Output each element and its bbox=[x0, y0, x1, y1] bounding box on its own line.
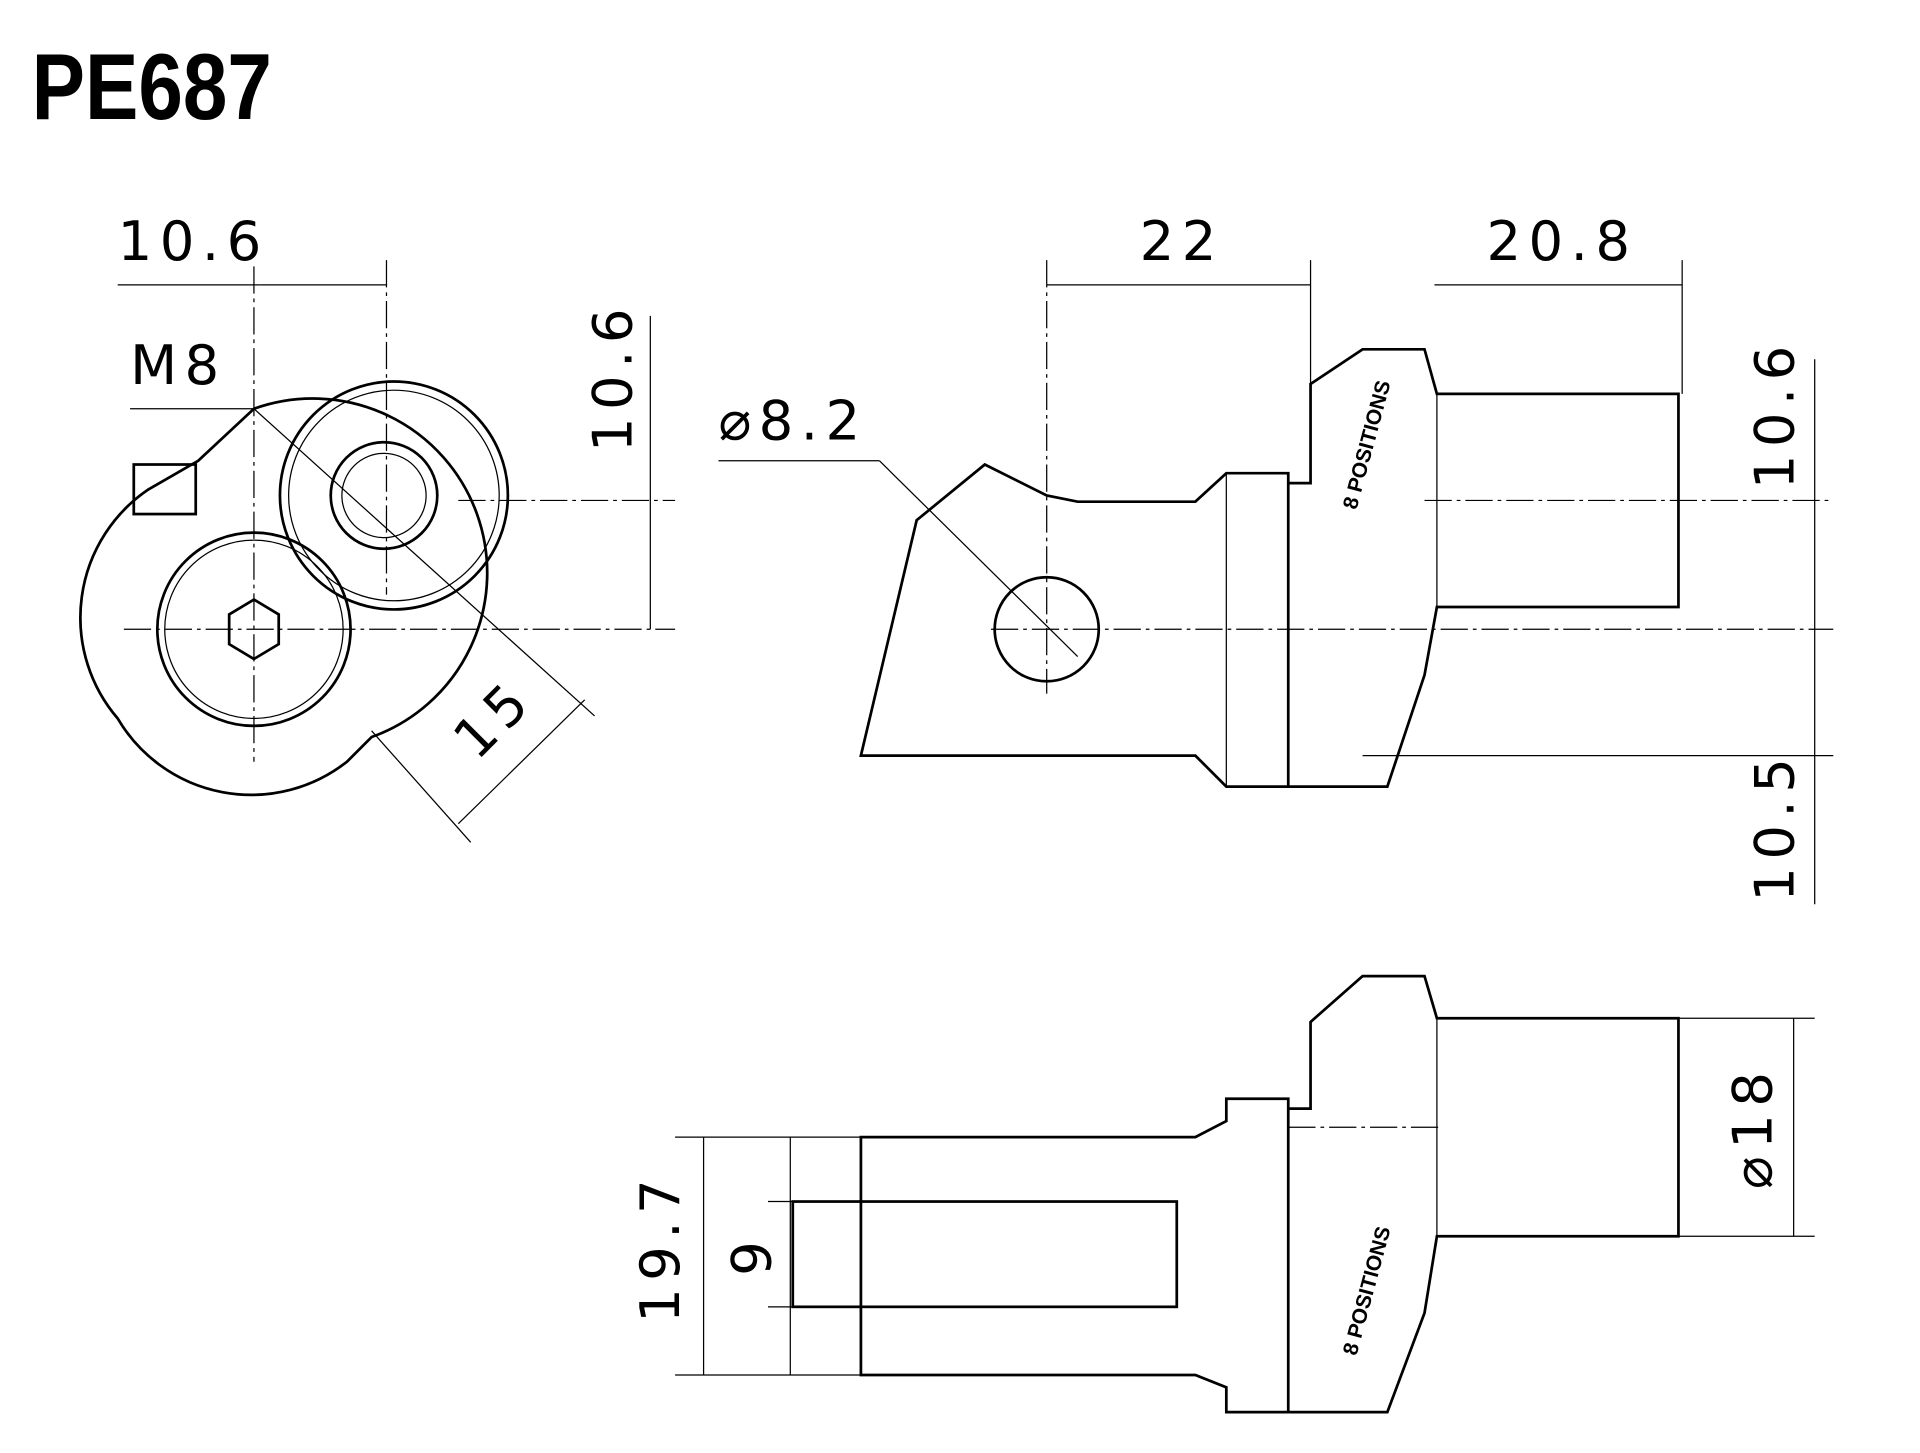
engraving-label-top: 8 POSITIONS bbox=[1339, 1224, 1395, 1358]
side-offset-lower-label: 10.5 bbox=[1743, 751, 1807, 902]
side-view: 8 POSITIONS ⌀8.2 22 20.8 10.6 10.5 bbox=[718, 209, 1834, 905]
fork-width-label: 19.7 bbox=[628, 1172, 692, 1323]
top-view: 8 POSITIONS ⌀18 19.7 9 bbox=[628, 974, 1815, 1414]
shaft-diameter-label: ⌀18 bbox=[1720, 1065, 1784, 1189]
side-length-b-label: 20.8 bbox=[1486, 209, 1637, 273]
hole-diameter-label: ⌀8.2 bbox=[718, 389, 867, 453]
front-height-label: 10.6 bbox=[581, 301, 645, 452]
side-length-a-label: 22 bbox=[1140, 209, 1224, 273]
fork-gap-label: 9 bbox=[719, 1234, 783, 1276]
side-offset-upper-label: 10.6 bbox=[1743, 338, 1807, 489]
front-width-label: 10.6 bbox=[118, 209, 269, 273]
engraving-label-side: 8 POSITIONS bbox=[1339, 378, 1395, 512]
front-view: 10.6 M8 10.6 15 bbox=[79, 209, 676, 843]
part-number-title: PE687 bbox=[32, 34, 272, 140]
front-diagonal-label: 15 bbox=[441, 666, 546, 771]
thread-label: M8 bbox=[130, 333, 227, 397]
